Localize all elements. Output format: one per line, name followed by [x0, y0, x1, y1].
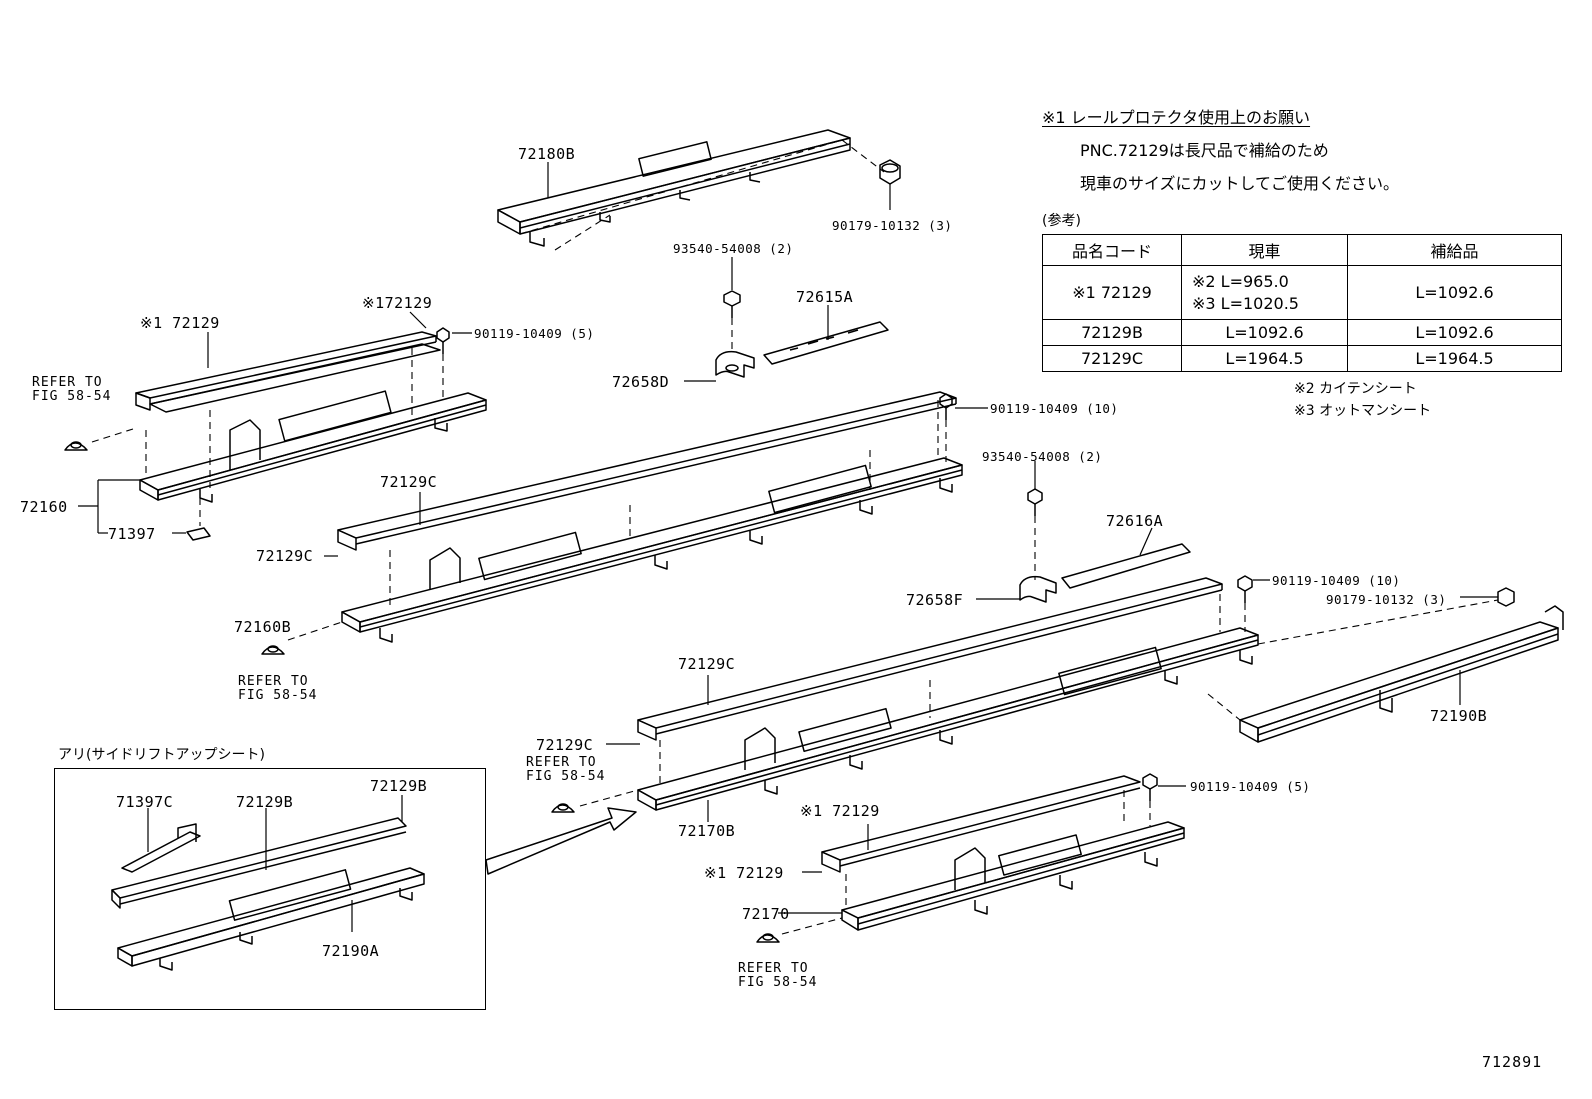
label-90119-left: 90119-10409 (5) [474, 326, 595, 341]
table-cell: ※2 L=965.0 ※3 L=1020.5 [1181, 265, 1348, 320]
label-72129-left-b: ※172129 [362, 294, 433, 312]
label-72160B: 72160B [234, 618, 292, 636]
label-72658D: 72658D [612, 373, 670, 391]
rail-72160 [139, 390, 487, 503]
nut-90179-right [1497, 587, 1515, 607]
table-cell: L=1092.6 [1347, 265, 1562, 320]
reference-heading: (参考) [1042, 213, 1081, 229]
label-72170B: 72170B [678, 822, 736, 840]
column-header: 品名コード [1042, 234, 1182, 266]
label-72129C-b: 72129C [256, 547, 314, 565]
label-72170: 72170 [742, 905, 790, 923]
column-header: 補給品 [1347, 234, 1562, 266]
rail-72170B [637, 627, 1259, 811]
label-refer-d: REFER TO FIG 58-54 [738, 961, 818, 990]
label-71397: 71397 [108, 525, 156, 543]
inset-frame [54, 768, 486, 1010]
reference-table: 品名コード 現車 補給品 ※1 72129 ※2 L=965.0 ※3 L=10… [1042, 234, 1562, 372]
note-line-1: PNC.72129は長尺品で補給のため [1080, 141, 1329, 160]
label-refer-a: REFER TO FIG 58-54 [32, 375, 112, 404]
protector-72129C-center [337, 391, 957, 551]
inset-72129B [111, 817, 407, 909]
table-cell: 72129C [1042, 345, 1182, 372]
protector-72129-lower-upper [821, 775, 1141, 873]
table-row: ※1 72129 ※2 L=965.0 ※3 L=1020.5 L=1092.6 [1042, 265, 1562, 320]
label-72129B-b: 72129B [370, 777, 428, 795]
pad-71397 [186, 527, 211, 541]
label-72129-left-a: ※1 72129 [140, 314, 220, 332]
label-72129C-c: 72129C [678, 655, 736, 673]
column-header: 現車 [1181, 234, 1348, 266]
label-72190A: 72190A [322, 942, 380, 960]
bolt-93540-top [723, 290, 741, 318]
cap-refer-a [64, 441, 88, 451]
label-93540-top: 93540-54008 (2) [673, 241, 794, 256]
legend-note-2: ※2 カイテンシート [1294, 381, 1417, 397]
label-90119-center: 90119-10409 (10) [990, 401, 1119, 416]
label-72190B: 72190B [1430, 707, 1488, 725]
direction-arrow [485, 807, 637, 875]
label-90119-right: 90119-10409 (10) [1272, 573, 1401, 588]
nut-90179-top [879, 159, 901, 185]
label-72129B-a: 72129B [236, 793, 294, 811]
label-72658F: 72658F [906, 591, 964, 609]
bracket-72658F [1019, 575, 1057, 603]
usage-note: ※1 レールプロテクタ使用上のお願い PNC.72129は長尺品で補給のため 現… [1042, 104, 1562, 420]
table-cell: L=1092.6 [1347, 319, 1562, 346]
protector-72129-left-lower [149, 343, 441, 413]
protector-72129-left-upper [135, 331, 437, 411]
rail-72160B [341, 457, 963, 643]
label-72616A: 72616A [1106, 512, 1164, 530]
table-cell: ※1 72129 [1042, 265, 1182, 320]
label-90179-right: 90179-10132 (3) [1326, 592, 1447, 607]
table-header-row: 品名コード 現車 補給品 [1042, 234, 1562, 266]
figure-number: 712891 [1482, 1053, 1543, 1071]
legend-note-3: ※3 オットマンシート [1294, 403, 1432, 419]
cap-refer-b [261, 645, 285, 655]
plate-72615A [763, 321, 889, 365]
cap-refer-c [551, 803, 575, 813]
plate-72616A [1061, 543, 1191, 589]
rail-72180B [497, 129, 851, 247]
protector-72129C-right [637, 577, 1223, 741]
label-refer-b: REFER TO FIG 58-54 [238, 674, 318, 703]
inset-title: アリ(サイドリフトアップシート) [58, 747, 265, 763]
table-row: 72129B L=1092.6 L=1092.6 [1042, 319, 1562, 346]
label-93540-right: 93540-54008 (2) [982, 449, 1103, 464]
label-72180B: 72180B [518, 145, 576, 163]
label-71397C: 71397C [116, 793, 174, 811]
bracket-72658D [715, 350, 755, 378]
label-72129-lower-b: ※1 72129 [704, 864, 784, 882]
bolt-90119-lower [1142, 773, 1158, 801]
label-72615A: 72615A [796, 288, 854, 306]
bolt-93540-right [1027, 488, 1043, 516]
table-cell: L=1092.6 [1181, 319, 1348, 346]
rail-72190B [1239, 605, 1564, 743]
bolt-90119-left [436, 327, 450, 354]
label-72160: 72160 [20, 498, 68, 516]
rail-72170 [841, 821, 1185, 931]
note-title: ※1 レールプロテクタ使用上のお願い [1042, 108, 1311, 127]
label-72129C-d: 72129C [536, 736, 594, 754]
label-90179-top: 90179-10132 (3) [832, 218, 953, 233]
label-refer-c: REFER TO FIG 58-54 [526, 755, 606, 784]
label-90119-lower: 90119-10409 (5) [1190, 779, 1311, 794]
note-line-2: 現車のサイズにカットしてご使用ください。 [1080, 174, 1400, 193]
table-cell: 72129B [1042, 319, 1182, 346]
table-row: 72129C L=1964.5 L=1964.5 [1042, 345, 1562, 372]
cap-refer-d [756, 933, 780, 943]
table-cell: L=1964.5 [1347, 345, 1562, 372]
bolt-90119-center [939, 393, 953, 420]
label-72129-lower-a: ※1 72129 [800, 802, 880, 820]
inset-71397C [121, 823, 201, 873]
inset-72190A [117, 867, 425, 971]
table-cell: L=1964.5 [1181, 345, 1348, 372]
label-72129C-a: 72129C [380, 473, 438, 491]
bolt-90119-right [1237, 575, 1253, 603]
